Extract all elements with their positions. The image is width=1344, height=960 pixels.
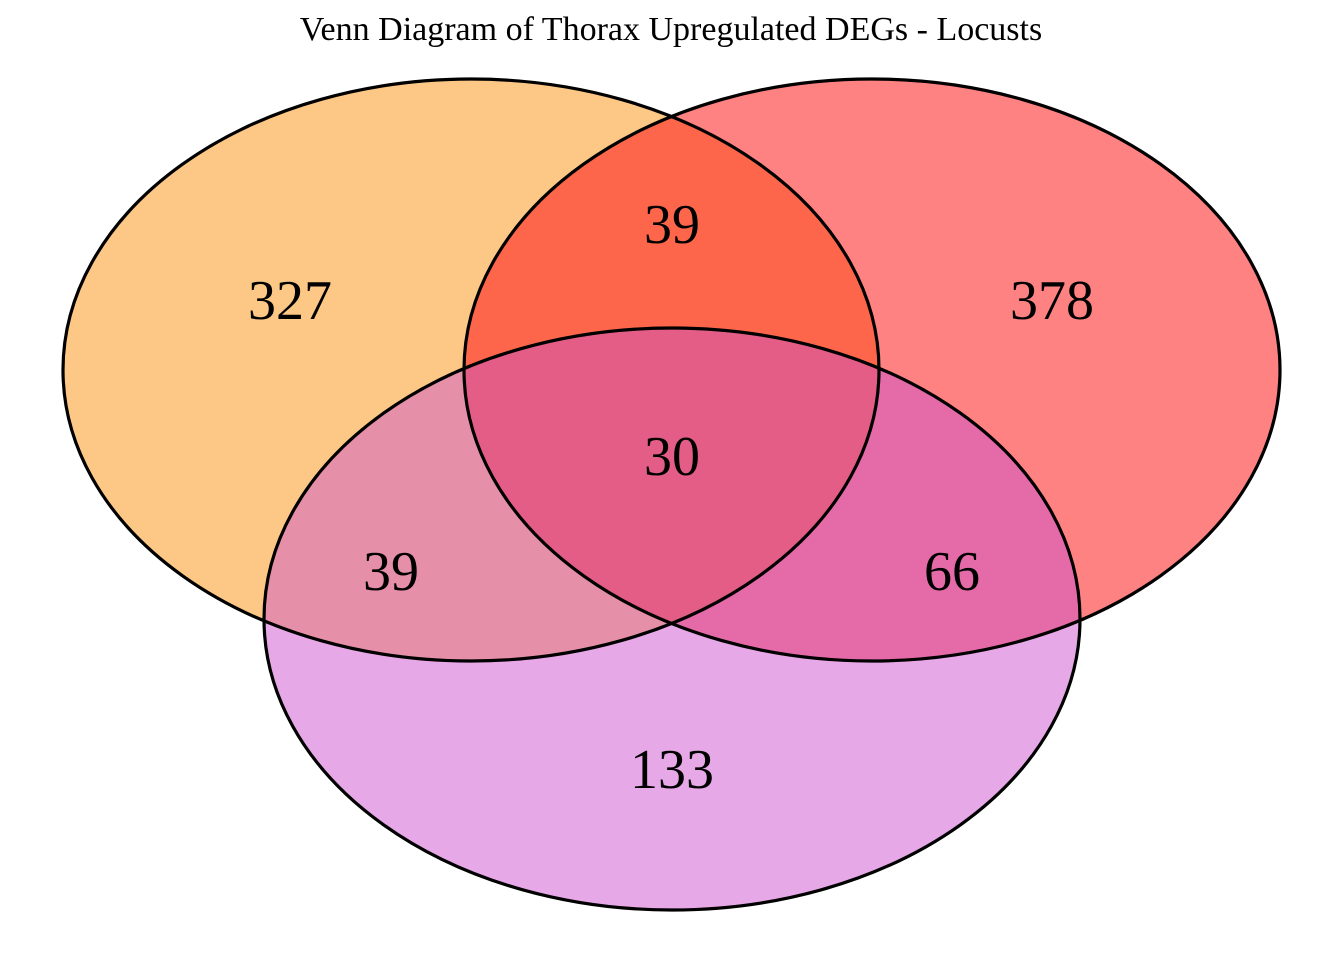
count-a-and-b-and-c: 30 [644,426,700,488]
venn-outlines [61,77,1282,912]
region-counts: 327 378 133 39 39 66 30 [248,194,1094,801]
count-b-only: 378 [1010,270,1094,332]
count-a-only: 327 [248,270,332,332]
diagram-title: Venn Diagram of Thorax Upregulated DEGs … [300,11,1042,48]
count-c-only: 133 [630,739,714,801]
set-c-outline [262,326,1082,912]
count-a-and-c: 39 [363,541,419,603]
count-a-and-b: 39 [644,194,700,256]
count-b-and-c: 66 [924,541,980,603]
venn-fills [63,79,1280,910]
set-a-outline [61,77,881,663]
